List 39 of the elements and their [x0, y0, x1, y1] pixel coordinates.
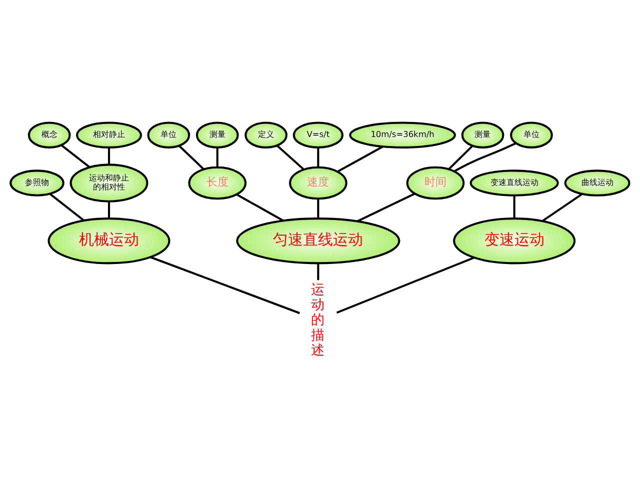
- connector: [336, 256, 475, 314]
- node-ellipse: 时间: [406, 166, 465, 200]
- node-ellipse: 定义: [244, 122, 288, 148]
- node-ellipse: 概念: [28, 122, 71, 148]
- connector: [49, 193, 85, 222]
- node-ellipse: 长度: [188, 166, 247, 200]
- connector: [317, 148, 320, 168]
- connector: [216, 148, 218, 168]
- connector: [236, 194, 284, 222]
- node-ellipse: 参照物: [10, 170, 64, 196]
- connector: [317, 263, 320, 280]
- node-ellipse: V=s/t: [292, 122, 344, 148]
- connector: [178, 145, 204, 170]
- connector: [357, 192, 416, 222]
- node-ellipse: 测量: [461, 122, 504, 148]
- connector: [150, 256, 300, 314]
- node-ellipse: 相对静止: [76, 122, 142, 148]
- node-ellipse: 运动和静止的相对性: [70, 164, 148, 202]
- connector: [542, 193, 583, 222]
- node-ellipse: 机械运动: [48, 218, 170, 264]
- node-text: 运动的描述: [311, 282, 326, 358]
- node-ellipse: 变速运动: [453, 218, 576, 264]
- node-ellipse: 速度: [289, 166, 348, 200]
- node-ellipse: 匀速直线运动: [236, 218, 400, 264]
- connector: [337, 146, 384, 173]
- node-ellipse: 10m/s=36km/h: [349, 122, 456, 148]
- connector: [276, 144, 305, 170]
- connector: [448, 145, 474, 170]
- connector: [317, 198, 320, 218]
- connector: [108, 148, 110, 164]
- connector: [108, 202, 110, 218]
- node-ellipse: 测量: [196, 122, 239, 148]
- node-ellipse: 变速直线运动: [470, 170, 559, 196]
- connector: [454, 142, 516, 172]
- connector: [60, 144, 90, 168]
- node-ellipse: 单位: [147, 122, 190, 148]
- node-ellipse: 曲线运动: [564, 170, 630, 196]
- node-ellipse: 单位: [510, 122, 553, 148]
- connector: [513, 195, 516, 218]
